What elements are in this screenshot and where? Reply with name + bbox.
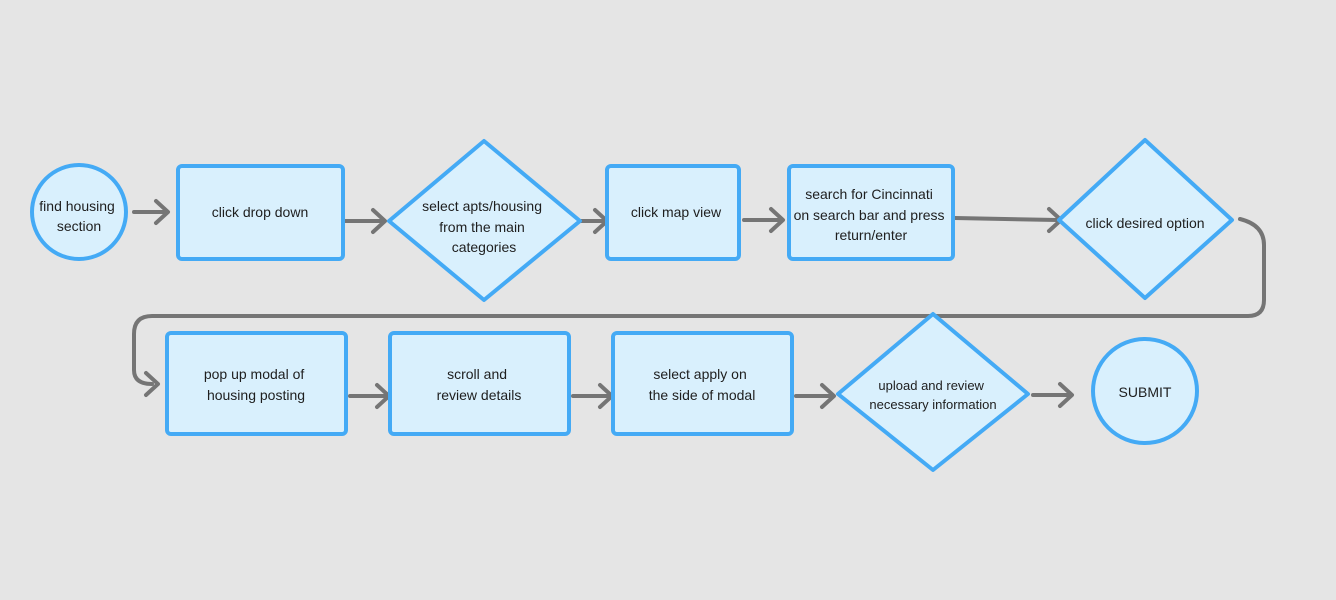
- node-click-desired-option: click desired option: [1057, 138, 1234, 300]
- node-label: select apply on the side of modal: [649, 366, 756, 403]
- arrow-select-apply-to-upload-review: [794, 383, 836, 409]
- arrow-upload-review-to-submit: [1031, 382, 1074, 408]
- node-label: scroll and review details: [437, 366, 522, 403]
- node-search-cincinnati: search for Cincinnati on search bar and …: [787, 164, 955, 261]
- arrow-click-desired-option-to-pop-up-modal: [132, 217, 1266, 397]
- node-label: SUBMIT: [1119, 384, 1172, 400]
- arrow-pop-up-modal-to-scroll-review: [348, 383, 391, 409]
- node-find-housing: find housing section: [30, 163, 128, 261]
- node-click-drop-down: click drop down: [176, 164, 345, 261]
- arrow-click-drop-down-to-select-apts: [343, 208, 387, 234]
- node-pop-up-modal: pop up modal of housing posting: [165, 331, 348, 436]
- node-label: click drop down: [212, 204, 309, 220]
- node-submit: SUBMIT: [1091, 337, 1199, 445]
- node-label: pop up modal of housing posting: [204, 366, 308, 403]
- node-click-map-view: click map view: [605, 164, 741, 261]
- node-select-apts: select apts/housing from the main catego…: [387, 139, 582, 302]
- node-select-apply: select apply on the side of modal: [611, 331, 794, 436]
- node-scroll-review: scroll and review details: [388, 331, 571, 436]
- node-label: click desired option: [1085, 215, 1204, 231]
- arrow-select-apts-to-click-map-view: [578, 208, 609, 234]
- node-label: click map view: [631, 204, 722, 220]
- node-label: search for Cincinnati on search bar and …: [794, 186, 949, 243]
- arrow-search-to-click-desired-option: [953, 207, 1063, 233]
- node-upload-review: upload and review necessary information: [836, 312, 1030, 472]
- arrow-scroll-review-to-select-apply: [571, 383, 614, 409]
- arrow-find-housing-to-click-drop-down: [132, 199, 170, 225]
- arrow-click-map-view-to-search: [742, 207, 785, 233]
- node-label: upload and review necessary information: [869, 378, 996, 412]
- node-label: select apts/housing from the main catego…: [422, 198, 546, 255]
- node-label: find housing section: [39, 198, 118, 234]
